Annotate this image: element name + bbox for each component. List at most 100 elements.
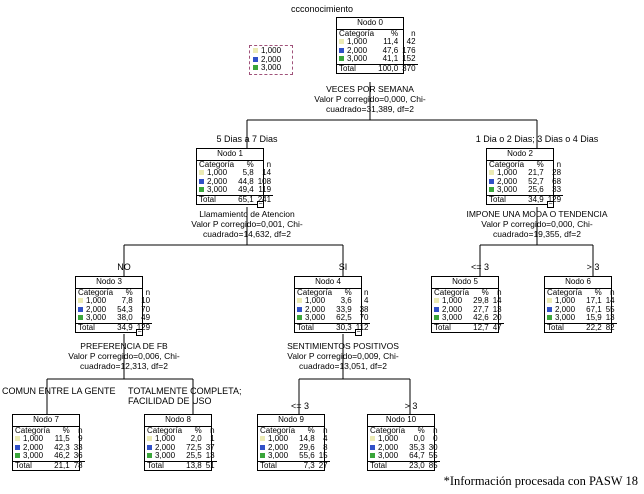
total-cell: Total: [487, 194, 527, 204]
total-cell: Total: [337, 63, 377, 73]
category-cell: 1,000: [258, 434, 297, 444]
collapse-toggle[interactable]: −: [257, 201, 264, 208]
percent-cell: 62,5: [336, 313, 352, 322]
percent-cell: 3,6: [340, 296, 352, 305]
percent-cell: 47,6: [382, 45, 399, 55]
color-swatch: [78, 306, 83, 312]
column-header: %: [62, 425, 70, 435]
collapse-toggle[interactable]: −: [355, 329, 362, 336]
node-title: Nodo 3: [76, 277, 142, 289]
column-header: %: [417, 425, 425, 435]
node-title: Nodo 9: [258, 415, 324, 427]
node-title: Nodo 7: [13, 415, 79, 427]
percent-cell: 2,0: [190, 434, 202, 443]
node-title: Nodo 10: [368, 415, 434, 427]
total-cell: 78: [71, 460, 85, 470]
color-swatch: [489, 170, 494, 176]
category-cell: 3,000: [432, 313, 471, 323]
total-cell: 100,0: [376, 63, 401, 73]
count-cell: 33: [552, 185, 562, 194]
color-swatch: [260, 436, 265, 442]
count-cell: 49: [141, 313, 151, 322]
percent-cell: 52,7: [528, 176, 544, 186]
node-header-row: Categoría% n: [197, 159, 273, 170]
category-cell: 2,000: [76, 305, 115, 315]
color-swatch: [297, 306, 302, 312]
category-cell: 3,000: [337, 54, 376, 64]
total-cell: Total: [258, 460, 298, 470]
count-cell: 68: [552, 176, 562, 186]
node-header-row: Categoría%n: [76, 288, 152, 298]
count-cell: 70: [359, 313, 369, 322]
column-header: Categoría: [199, 159, 235, 169]
branch-label: > 3: [404, 401, 418, 411]
column-header: n: [323, 425, 328, 435]
node-title: Nodo 6: [545, 277, 611, 289]
collapse-toggle[interactable]: −: [136, 329, 143, 336]
category-cell: 2,000: [545, 305, 584, 315]
legend-item: 3,000: [253, 63, 289, 73]
collapse-toggle[interactable]: −: [547, 201, 554, 208]
branch-label: 1 Dia o 2 Dias; 3 Dias o 4 Dias: [475, 134, 599, 144]
percent-cell: 11,4: [383, 37, 399, 46]
count-cell: 14: [262, 168, 272, 177]
category-cell: 3,000: [76, 313, 115, 323]
count-cell: 36: [73, 451, 83, 460]
color-swatch: [199, 170, 204, 176]
color-swatch: [297, 298, 302, 304]
percent-cell: 27,7: [473, 304, 489, 314]
column-header: n: [411, 28, 416, 38]
node-header-row: Categoría%n: [432, 287, 504, 298]
count-cell: 20: [492, 313, 502, 322]
color-swatch: [253, 65, 258, 71]
category-cell: 2,000: [295, 305, 334, 315]
percent-cell: 14,8: [299, 434, 315, 443]
percent-cell: 38,0: [117, 313, 133, 322]
column-header: %: [344, 287, 352, 297]
color-swatch: [370, 444, 375, 450]
node-header-row: Categoría%n: [368, 425, 440, 436]
total-cell: 370: [400, 63, 418, 73]
percent-cell: 49,4: [238, 185, 254, 194]
source-note: *Información procesada con PASW 18: [443, 474, 638, 488]
color-swatch: [15, 453, 20, 459]
category-cell: 1,000: [76, 296, 115, 306]
column-header: %: [246, 159, 254, 169]
color-swatch: [260, 453, 265, 459]
column-header: n: [497, 287, 502, 297]
percent-cell: 46,2: [54, 451, 70, 460]
color-swatch: [547, 298, 552, 304]
column-header: n: [610, 287, 615, 297]
category-cell: 1,000: [487, 168, 526, 178]
column-header: n: [266, 159, 272, 169]
color-swatch: [370, 436, 375, 442]
category-cell: 3,000: [295, 313, 334, 323]
column-header: %: [391, 28, 399, 38]
count-cell: 13: [492, 304, 502, 314]
branch-label: NO: [117, 262, 131, 272]
percent-cell: 54,3: [117, 304, 133, 314]
